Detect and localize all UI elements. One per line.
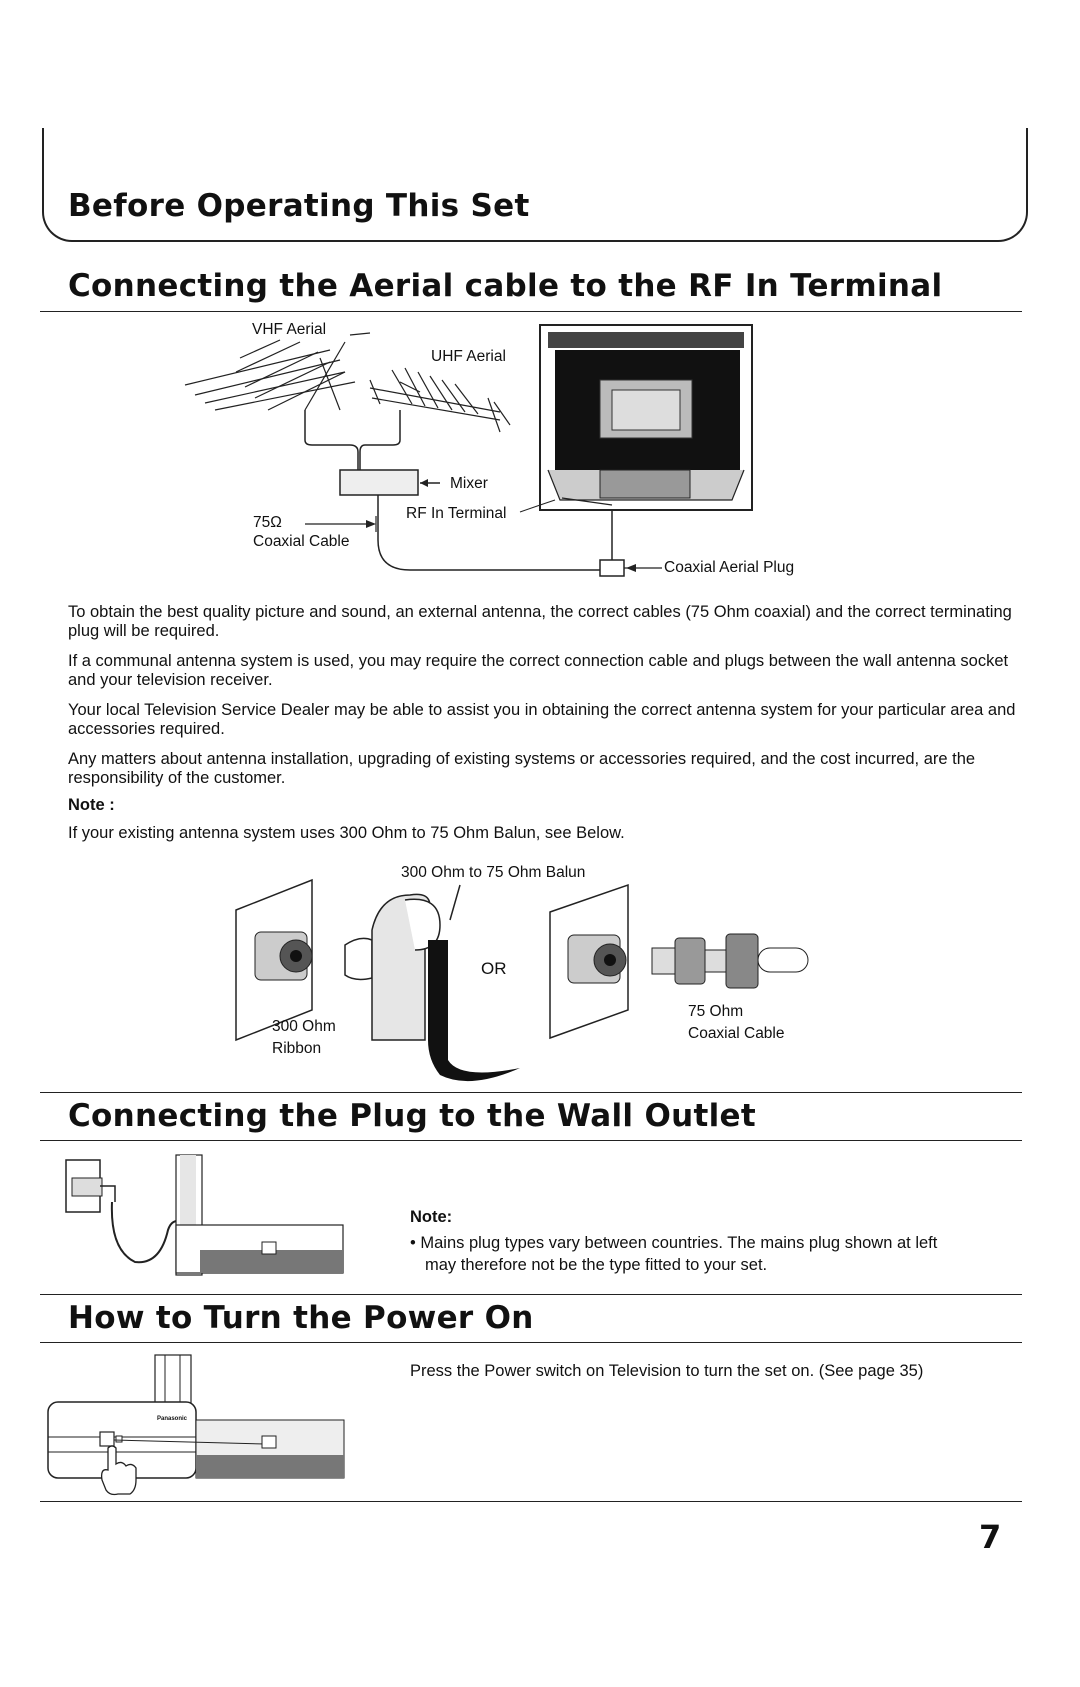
- plug-cable-icon: [100, 1185, 183, 1264]
- footer-rule: [40, 1501, 1022, 1502]
- section-rule: [40, 311, 1022, 312]
- balun-icon: [344, 893, 520, 1082]
- page-number: 7: [979, 1518, 1002, 1556]
- wall-socket-icon: [235, 878, 313, 1042]
- tv-rear-icon: [539, 324, 753, 511]
- section-title-aerial: Connecting the Aerial cable to the RF In…: [68, 268, 943, 304]
- note-text: If your existing antenna system uses 300…: [68, 824, 625, 842]
- coax-connector-icon: [651, 933, 809, 989]
- paragraph-1: To obtain the best quality picture and s…: [68, 603, 1012, 640]
- coaxial-cable-label: Coaxial Cable: [253, 533, 350, 550]
- wall-outlet-icon: [65, 1159, 103, 1213]
- coax-75-label-line1: 75 Ohm: [688, 1003, 744, 1020]
- power-instruction: Press the Power switch on Television to …: [410, 1362, 924, 1380]
- vhf-aerial-icon: [184, 332, 371, 411]
- coax-75-label-line2: Coaxial Cable: [688, 1025, 785, 1042]
- section-rule: [40, 1294, 1022, 1295]
- wall-socket-icon: [549, 883, 629, 1040]
- hand-pointer-icon: [100, 1445, 137, 1496]
- rf-in-terminal-label: RF In Terminal: [406, 505, 507, 522]
- or-label: OR: [481, 959, 507, 978]
- page-title: Before Operating This Set: [68, 188, 530, 224]
- ohm-label: 75Ω: [253, 514, 282, 531]
- brand-logo: Panasonic: [157, 1416, 188, 1422]
- plug-note-line2: may therefore not be the type fitted to …: [425, 1256, 768, 1274]
- tv-front-icon: [47, 1354, 345, 1479]
- paragraph-4: Any matters about antenna installation, …: [68, 750, 976, 787]
- section-rule: [40, 1092, 1022, 1093]
- paragraph-3: Your local Television Service Dealer may…: [68, 701, 1016, 738]
- section-rule: [40, 1342, 1022, 1343]
- section-title-power: How to Turn the Power On: [68, 1300, 534, 1336]
- paragraph-2: If a communal antenna system is used, yo…: [68, 652, 1009, 689]
- coaxial-aerial-plug-label: Coaxial Aerial Plug: [664, 559, 795, 576]
- uhf-aerial-icon: [369, 367, 511, 433]
- mixer-box: [339, 469, 419, 496]
- plug-note-label: Note:: [410, 1208, 453, 1226]
- vhf-aerial-label: VHF Aerial: [252, 321, 327, 338]
- header-frame: [42, 128, 1028, 242]
- note-label: Note :: [68, 796, 115, 814]
- uhf-aerial-label: UHF Aerial: [431, 348, 506, 365]
- ribbon-label-line1: 300 Ohm: [272, 1018, 336, 1035]
- mixer-label: Mixer: [450, 475, 488, 492]
- tv-corner-icon: [175, 1154, 344, 1276]
- balun-label: 300 Ohm to 75 Ohm Balun: [401, 864, 586, 881]
- plug-note-line1: • Mains plug types vary between countrie…: [410, 1234, 938, 1252]
- section-title-plug: Connecting the Plug to the Wall Outlet: [68, 1098, 756, 1134]
- section-rule: [40, 1140, 1022, 1141]
- power-switch-icon[interactable]: [99, 1431, 123, 1447]
- ribbon-label-line2: Ribbon: [272, 1040, 322, 1057]
